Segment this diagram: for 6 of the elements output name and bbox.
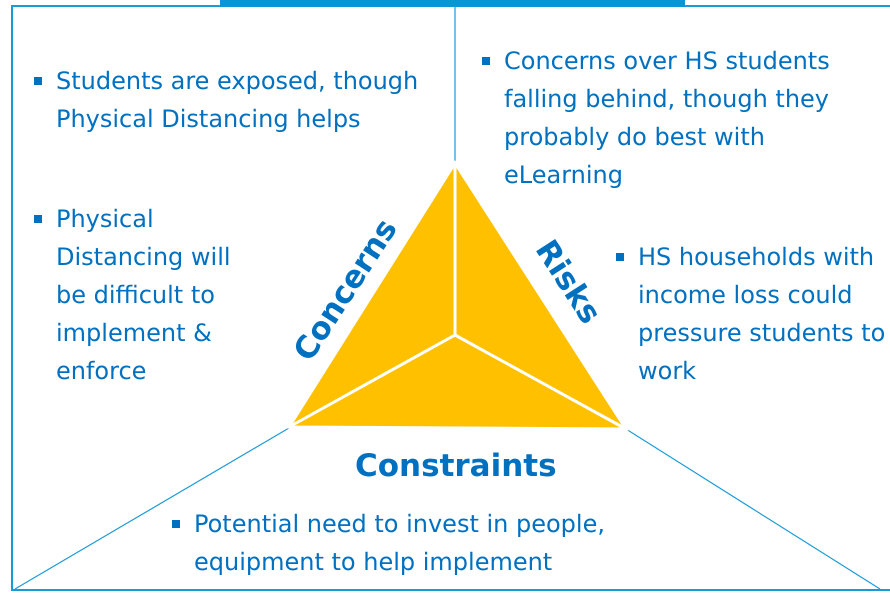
bullet-text: Physical Distancing will be difficult to implement & enforce xyxy=(32,200,262,390)
bullet-text: HS households with income loss could pressure students to work xyxy=(614,238,890,390)
face-label: Constraints xyxy=(355,448,557,484)
bullet-text: Concerns over HS students falling behind, though they probably do best with eLearning xyxy=(480,42,885,194)
bullet-text: Potential need to invest in people, equipment to help implement xyxy=(170,505,690,581)
bullet-text: Students are exposed, though Physical Distancing helps xyxy=(32,62,422,138)
